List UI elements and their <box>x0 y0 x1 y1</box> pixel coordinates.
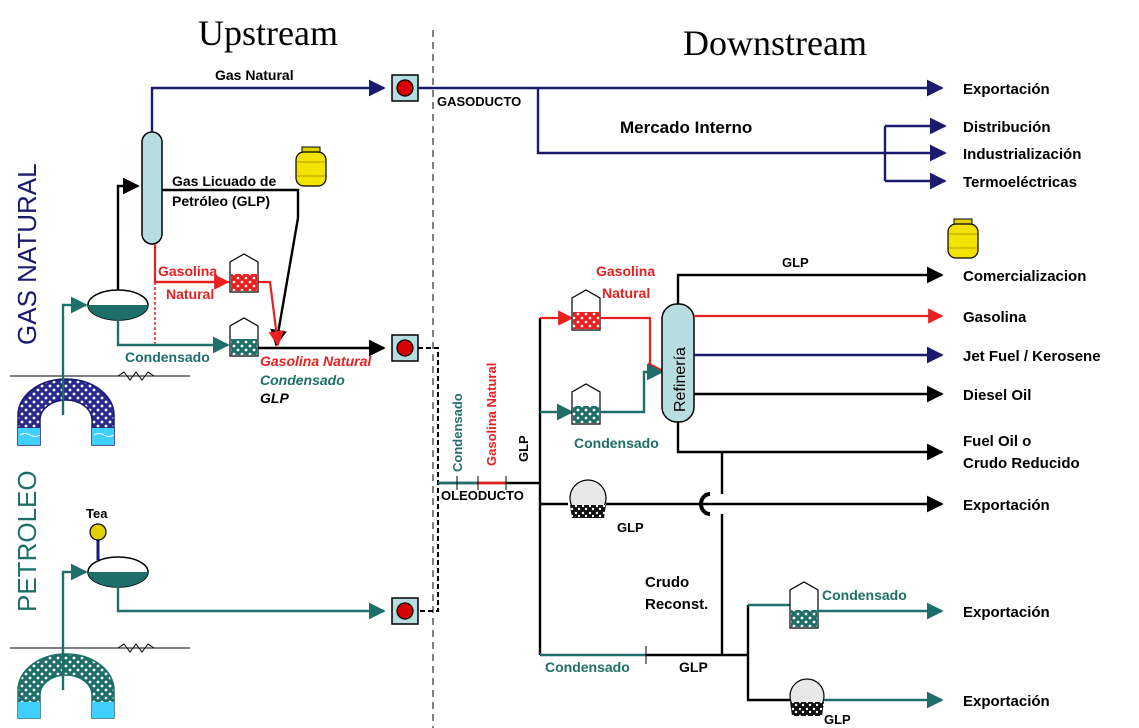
vertical-condensado-label: Condensado <box>450 393 465 472</box>
diesel-label: Diesel Oil <box>963 387 1031 404</box>
glp-top-label: GLP <box>782 255 809 270</box>
petroleo-side-label: PETROLEO <box>12 470 42 612</box>
crudo-line2: Reconst. <box>645 596 708 613</box>
condensado-bottom-label: Condensado <box>545 659 630 675</box>
oil-separator-icon <box>87 556 149 588</box>
export-glp-label: Exportación <box>963 497 1050 514</box>
export-cond-label: Exportación <box>963 604 1050 621</box>
oleoducto-label: OLEODUCTO <box>441 488 524 503</box>
export-gas-label: Exportación <box>963 81 1050 98</box>
refineria-label: Refinería <box>672 347 689 412</box>
mercado-interno-label: Mercado Interno <box>620 118 752 137</box>
ground-fault-line <box>10 371 190 381</box>
glp-sphere-label: GLP <box>617 520 644 535</box>
condensado-tank2-label: Condensado <box>822 587 907 603</box>
mix-condensado-label: Condensado <box>260 372 345 388</box>
comercializacion-label: Comercializacion <box>963 268 1086 285</box>
ds-condensado-tank-label: Condensado <box>574 435 659 451</box>
vertical-glp-label: GLP <box>516 435 531 462</box>
flare-tea-icon <box>89 523 107 560</box>
mix-glp-label: GLP <box>260 390 289 406</box>
liquids-valve-icon <box>391 334 419 362</box>
crudo-line1: Crudo <box>645 574 689 591</box>
downstream-heading: Downstream <box>683 23 867 63</box>
gas-separator-icon <box>87 289 149 321</box>
gas-natural-side-label: GAS NATURAL <box>12 163 42 345</box>
ds-gasolina-line2: Natural <box>602 285 650 301</box>
distribucion-label: Distribución <box>963 119 1051 136</box>
export-last-label: Exportación <box>963 693 1050 710</box>
glp-sphere-2-icon <box>789 678 825 716</box>
gasolina-label-line1: Gasolina <box>158 263 217 279</box>
gasoducto-label: GASODUCTO <box>437 94 521 109</box>
glp-sphere-icon <box>569 479 607 518</box>
mix-gasolina-label: Gasolina Natural <box>260 353 372 369</box>
industrializacion-label: Industrialización <box>963 146 1081 163</box>
vertical-gasolina-label: Gasolina Natural <box>484 363 499 466</box>
gas-reservoir-icon <box>17 378 115 446</box>
gasolina-label-line2: Natural <box>166 286 214 302</box>
gas-valve-icon <box>391 74 419 102</box>
upstream-heading: Upstream <box>198 13 338 53</box>
glp-bottom-label: GLP <box>679 659 708 675</box>
glp-label-line2: Petróleo (GLP) <box>172 193 270 209</box>
downstream-condensado-tank-icon <box>571 383 601 425</box>
downstream-gasolina-tank-icon <box>571 289 601 331</box>
glp-label-line1: Gas Licuado de <box>172 173 276 189</box>
ground-fault-line-oil <box>10 643 190 653</box>
glp-cylinder-icon <box>295 146 327 187</box>
gasolina-tank-icon <box>229 253 259 293</box>
glp-cylinder-2-icon <box>947 218 979 259</box>
jet-fuel-label: Jet Fuel / Kerosene <box>963 348 1101 365</box>
oil-valve-icon <box>391 597 419 625</box>
tea-label: Tea <box>86 506 108 521</box>
fuel-oil-line2: Crudo Reducido <box>963 455 1080 472</box>
condensado-tank-icon <box>229 317 259 357</box>
bottom-condensado-tank-icon <box>789 581 819 629</box>
ds-gasolina-line1: Gasolina <box>596 263 655 279</box>
fuel-oil-line1: Fuel Oil o <box>963 433 1031 450</box>
glp-sphere2-label: GLP <box>824 712 851 727</box>
oil-reservoir-icon <box>17 653 115 719</box>
glp-fractionation-column <box>141 131 163 245</box>
condensado-label: Condensado <box>125 349 210 365</box>
gasolina-out-label: Gasolina <box>963 309 1027 326</box>
gas-natural-label: Gas Natural <box>215 67 294 83</box>
termoelectricas-label: Termoeléctricas <box>963 174 1077 191</box>
